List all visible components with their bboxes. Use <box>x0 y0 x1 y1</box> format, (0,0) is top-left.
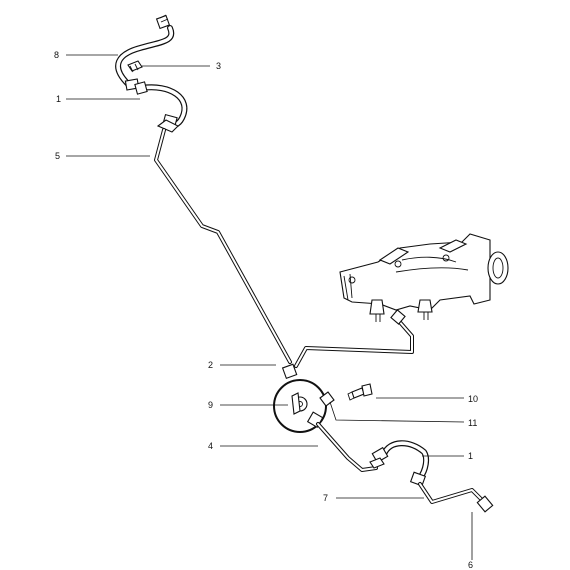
callout-5: 5 <box>55 151 60 161</box>
brake-pipe-master <box>294 309 414 368</box>
hose-upper-1 <box>134 81 188 133</box>
hose-lower-1 <box>369 440 430 487</box>
clip-bracket <box>127 60 143 73</box>
callout-1-top: 1 <box>56 94 61 104</box>
callout-labels: 8 3 1 5 2 9 10 11 4 1 7 6 <box>54 50 478 570</box>
brake-pipe-long <box>154 128 292 364</box>
callout-9: 9 <box>208 400 213 410</box>
brake-pipe-lower <box>316 422 378 472</box>
callout-10: 10 <box>468 394 478 404</box>
hose-upper-left <box>115 25 175 87</box>
mounting-bolt <box>347 383 373 401</box>
brake-pipe-end <box>418 482 494 513</box>
callout-11: 11 <box>468 418 477 428</box>
leader-lines <box>66 54 473 560</box>
callout-1-bottom: 1 <box>468 451 473 461</box>
brake-distributor <box>273 363 335 433</box>
callout-7: 7 <box>323 493 328 503</box>
master-cylinder <box>339 233 509 322</box>
callout-8: 8 <box>54 50 59 60</box>
callout-4: 4 <box>208 441 213 451</box>
callout-2: 2 <box>208 360 213 370</box>
callout-3: 3 <box>216 61 221 71</box>
callout-6: 6 <box>468 560 473 570</box>
